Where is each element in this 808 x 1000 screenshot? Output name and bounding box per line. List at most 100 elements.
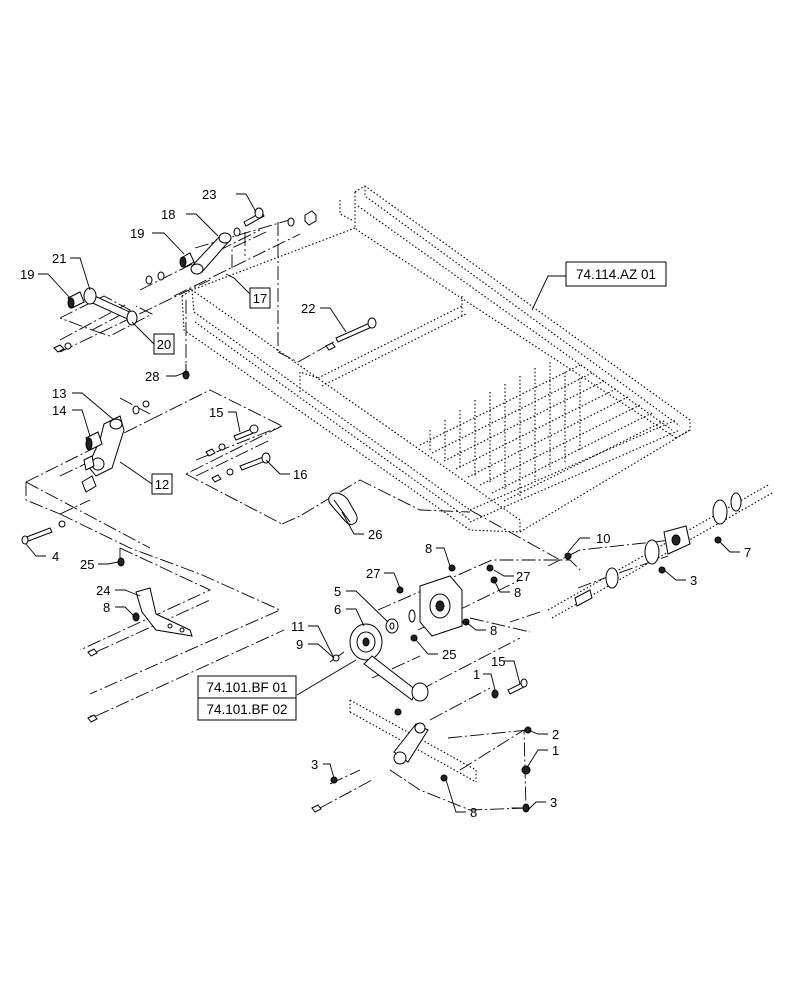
- bolt-head-icon: [394, 708, 402, 716]
- callout-24: 24: [96, 583, 110, 598]
- bolt-head-icon: [564, 552, 572, 560]
- belt-26-icon: [328, 492, 358, 525]
- bolt-head-icon: [448, 564, 456, 572]
- callout-28: 28: [145, 369, 159, 384]
- callout-11: 11: [291, 619, 305, 634]
- washer-icon: [233, 227, 241, 237]
- washer-icon: [287, 217, 295, 227]
- washer-icon: [142, 400, 150, 408]
- callout-18: 18: [161, 207, 175, 222]
- washer-icon: [132, 405, 140, 415]
- arm-18-icon: [190, 232, 232, 275]
- callout-26: 26: [368, 527, 382, 542]
- callout-13: 13: [52, 386, 66, 401]
- callout-8: 8: [514, 585, 521, 600]
- bolt-23-icon: [243, 207, 265, 227]
- callout-27: 27: [516, 569, 530, 584]
- bushing-icon: [81, 475, 97, 493]
- reference-label: 74.101.BF 02: [206, 702, 287, 717]
- nut-icon: [87, 714, 98, 723]
- callout-14: 14: [52, 403, 66, 418]
- callout-1: 1: [552, 743, 559, 758]
- callout-label: 12: [155, 477, 169, 492]
- nut-icon: [87, 648, 98, 657]
- bolt-15-icon: [233, 424, 259, 441]
- callout-4: 4: [52, 549, 59, 564]
- callout-19: 19: [130, 226, 144, 241]
- washer-icon: [145, 275, 153, 285]
- callout-label: 17: [253, 291, 267, 306]
- parts: [21, 207, 775, 813]
- callout-1: 1: [473, 667, 480, 682]
- bolt-head-icon: [486, 564, 494, 572]
- reference-box-74-114-az-01[interactable]: 74.114.AZ 01: [565, 261, 667, 287]
- bushing-icon: [83, 455, 95, 471]
- callout-2: 2: [552, 727, 559, 742]
- feeder-frame: [181, 185, 691, 533]
- washer-icon: [226, 468, 234, 476]
- callout-22: 22: [301, 301, 315, 316]
- tensioner-icon: [393, 722, 429, 765]
- callout-7: 7: [744, 545, 751, 560]
- phantom-lines: [25, 217, 691, 811]
- callout-23: 23: [202, 187, 216, 202]
- nut-icon: [53, 344, 65, 353]
- nut-icon: [522, 803, 530, 813]
- callout-27: 27: [366, 566, 380, 581]
- bolt-15-icon: [507, 678, 528, 695]
- leader-lines: [25, 193, 740, 813]
- bushing-14-icon: [85, 431, 103, 451]
- washer-icon: [218, 443, 226, 451]
- callout-10: 10: [596, 531, 610, 546]
- callout-15: 15: [209, 405, 223, 420]
- nut-icon: [211, 474, 222, 483]
- nut-icon: [658, 566, 666, 574]
- callout-3: 3: [311, 757, 318, 772]
- bolt-4-icon: [21, 527, 53, 545]
- reference-box-74-101-bf-01[interactable]: 74.101.BF 01: [197, 675, 297, 699]
- nut-icon: [304, 210, 317, 226]
- callout-21: 21: [52, 251, 66, 266]
- callout-25: 25: [442, 647, 456, 662]
- bracket-24-icon: [135, 587, 193, 637]
- washer-icon: [64, 342, 72, 350]
- callout-9: 9: [296, 637, 303, 652]
- reference-label: 74.114.AZ 01: [576, 267, 656, 282]
- gearbox-icon: [408, 575, 463, 637]
- bolt-head-icon: [714, 536, 722, 544]
- callout-8: 8: [470, 805, 477, 820]
- nut-icon: [491, 689, 499, 699]
- bolt-22-icon: [335, 317, 377, 343]
- bushing-19-icon: [67, 291, 85, 309]
- callout-label: 20: [157, 337, 171, 352]
- callout-8: 8: [103, 600, 110, 615]
- callout-8: 8: [425, 541, 432, 556]
- callout-15: 15: [491, 654, 505, 669]
- bolt-16-icon: [239, 452, 271, 471]
- boxed-callout-17: 17: [249, 287, 271, 309]
- spacer-5-icon: [385, 618, 399, 634]
- bolt-head-icon: [440, 774, 448, 782]
- boxed-callout-12: 12: [151, 473, 173, 495]
- arm-21-icon: [83, 287, 138, 326]
- bolt-head-icon: [521, 765, 531, 775]
- callout-19: 19: [20, 267, 34, 282]
- callout-3: 3: [690, 573, 697, 588]
- callout-8: 8: [490, 623, 497, 638]
- callout-5: 5: [334, 584, 341, 599]
- nut-icon: [325, 342, 336, 351]
- bolt-head-icon: [117, 557, 125, 567]
- bolt-head-icon: [132, 612, 140, 622]
- drive-shaft-icon: [547, 483, 775, 619]
- washer-icon: [157, 271, 165, 281]
- callouts: 23 18 19 21 19 22 28 13 14 15 16 26 4 25…: [20, 187, 751, 820]
- reference-box-74-101-bf-02[interactable]: 74.101.BF 02: [197, 697, 297, 721]
- callout-6: 6: [334, 602, 341, 617]
- callout-25: 25: [80, 557, 94, 572]
- nut-icon: [205, 448, 216, 457]
- bushing-19-icon: [179, 252, 195, 268]
- nut-icon: [311, 804, 322, 813]
- callout-3: 3: [550, 795, 557, 810]
- grease-fitting-28-icon: [182, 364, 190, 380]
